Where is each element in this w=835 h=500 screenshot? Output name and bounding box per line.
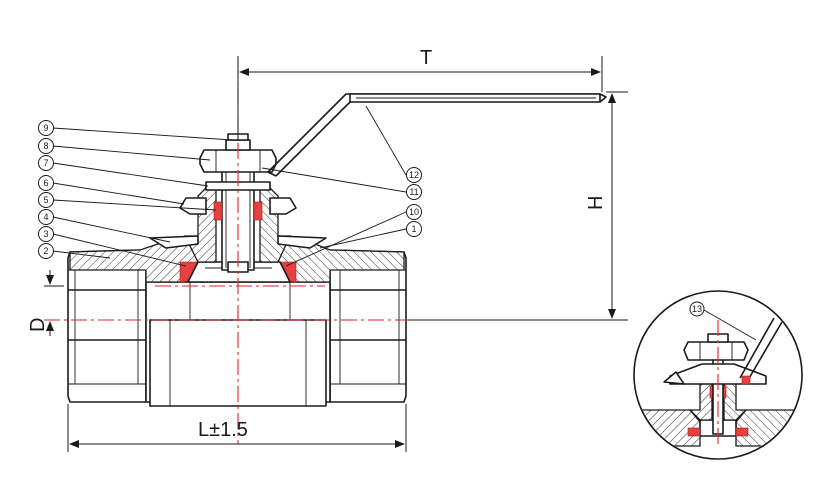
balloon-12: 12 [406,167,422,183]
leader-lines [52,105,407,267]
balloon-7: 7 [38,155,54,171]
svg-text:2: 2 [43,246,48,256]
balloon-9: 9 [38,120,54,136]
dimension-lines [44,56,628,452]
balloon-1: 1 [406,221,422,237]
svg-text:13: 13 [692,304,702,314]
lever-handle [267,93,607,177]
balloon-11: 11 [406,184,422,200]
balloon-5: 5 [38,192,54,208]
dimension-label-D: D [27,318,49,332]
balloon-6: 6 [38,175,54,191]
svg-text:4: 4 [43,212,48,222]
svg-text:12: 12 [409,170,419,180]
svg-text:1: 1 [411,224,416,234]
balloon-13: 13 [689,301,705,317]
detail-view [633,290,803,460]
svg-text:3: 3 [43,229,48,239]
dimension-label-L: L±1.5 [198,419,248,441]
balloon-3: 3 [38,226,54,242]
balloon-2: 2 [38,243,54,259]
svg-text:9: 9 [43,123,48,133]
dimension-label-H: H [585,196,607,210]
balloon-4: 4 [38,209,54,225]
svg-text:7: 7 [43,158,48,168]
balloon-10: 10 [406,204,422,220]
svg-text:8: 8 [43,141,48,151]
balloon-8: 8 [38,138,54,154]
svg-text:10: 10 [409,207,419,217]
svg-text:6: 6 [43,178,48,188]
svg-text:11: 11 [409,187,418,197]
dimension-label-T: T [420,47,432,69]
svg-text:5: 5 [43,195,48,205]
